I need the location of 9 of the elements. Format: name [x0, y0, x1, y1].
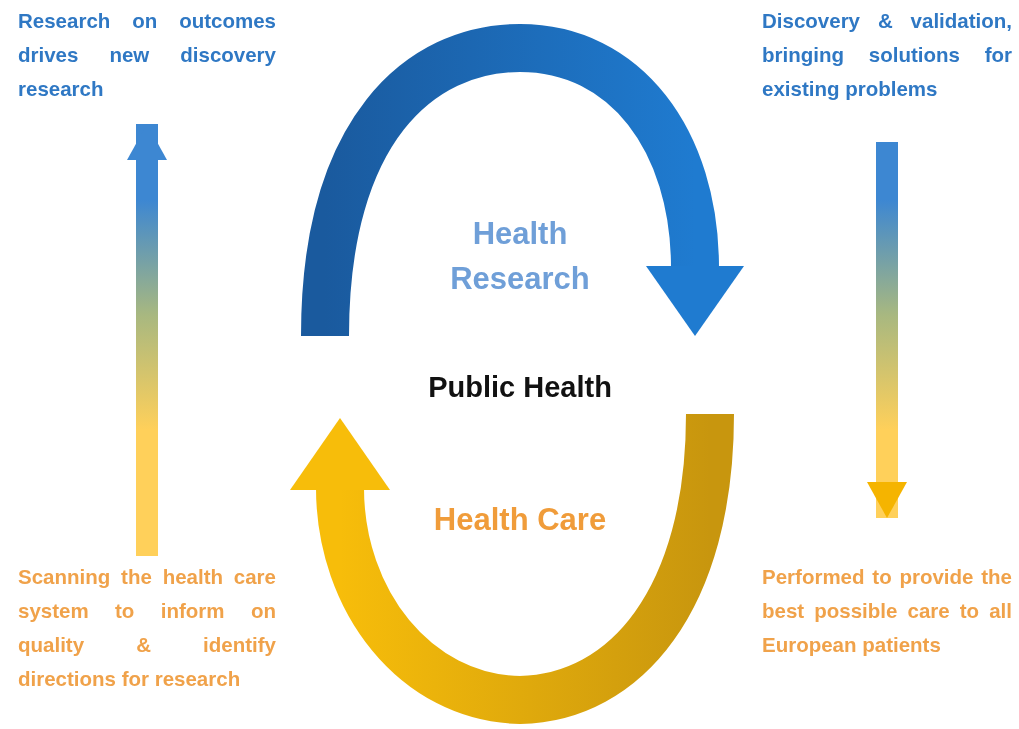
description-text: Scanning the health care system to inform on quality & identify directions for research: [18, 560, 276, 696]
gradient-arrow: [127, 124, 167, 556]
description-text: Discovery & validation, bringing solutions for existing problems: [762, 4, 1012, 106]
description-text: Research on outcomes drives new discovery research: [18, 4, 276, 106]
gradient-arrow: [867, 142, 907, 518]
cycle-label: Health Research: [440, 212, 600, 302]
cycle-label: Health Care: [420, 498, 620, 543]
cycle-label: Public Health: [410, 366, 630, 409]
description-text: Performed to provide the best possible care to all European patients: [762, 560, 1012, 662]
